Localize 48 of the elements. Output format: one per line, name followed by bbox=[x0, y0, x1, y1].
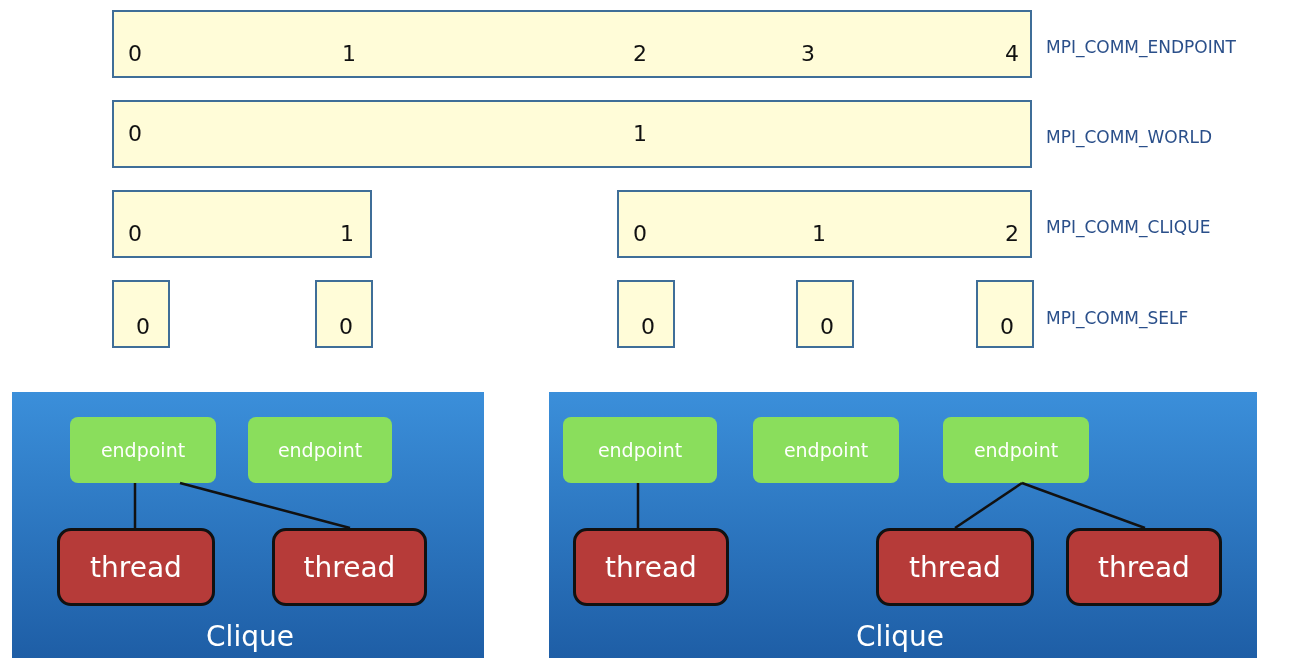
communicator-bar bbox=[112, 100, 1032, 168]
connector-line bbox=[954, 481, 1023, 530]
endpoint-box: endpoint bbox=[563, 417, 717, 483]
rank-number: 4 bbox=[1005, 43, 1019, 65]
rank-number: 1 bbox=[340, 223, 354, 245]
clique-panel bbox=[549, 392, 1257, 658]
rank-number: 0 bbox=[1000, 316, 1014, 338]
rank-number: 0 bbox=[136, 316, 150, 338]
communicator-name: MPI_COMM_WORLD bbox=[1046, 128, 1213, 146]
connector-line bbox=[179, 481, 351, 530]
rank-number: 0 bbox=[128, 223, 142, 245]
rank-number: 0 bbox=[641, 316, 655, 338]
rank-number: 3 bbox=[801, 43, 815, 65]
rank-box bbox=[315, 280, 373, 348]
connector-line bbox=[636, 483, 640, 528]
thread-box: thread bbox=[57, 528, 215, 606]
clique-title: Clique bbox=[856, 623, 944, 651]
rank-number: 0 bbox=[128, 123, 142, 145]
rank-box bbox=[617, 280, 675, 348]
rank-number: 0 bbox=[820, 316, 834, 338]
communicator-name: MPI_COMM_CLIQUE bbox=[1046, 218, 1211, 236]
connector-line bbox=[1021, 481, 1146, 530]
clique-title: Clique bbox=[206, 623, 294, 651]
rank-number: 0 bbox=[633, 223, 647, 245]
thread-box: thread bbox=[573, 528, 729, 606]
endpoint-box: endpoint bbox=[753, 417, 899, 483]
communicator-bar bbox=[112, 190, 372, 258]
rank-box bbox=[112, 280, 170, 348]
endpoint-box: endpoint bbox=[943, 417, 1089, 483]
thread-box: thread bbox=[876, 528, 1034, 606]
endpoint-box: endpoint bbox=[70, 417, 216, 483]
endpoint-box: endpoint bbox=[248, 417, 392, 483]
clique-panel bbox=[12, 392, 484, 658]
connector-line bbox=[133, 483, 137, 528]
rank-number: 0 bbox=[339, 316, 353, 338]
rank-box bbox=[796, 280, 854, 348]
rank-number: 2 bbox=[633, 43, 647, 65]
rank-number: 1 bbox=[812, 223, 826, 245]
communicator-bar bbox=[112, 10, 1032, 78]
thread-box: thread bbox=[272, 528, 427, 606]
rank-number: 1 bbox=[342, 43, 356, 65]
rank-number: 2 bbox=[1005, 223, 1019, 245]
rank-number: 0 bbox=[128, 43, 142, 65]
rank-box bbox=[976, 280, 1034, 348]
rank-number: 1 bbox=[633, 123, 647, 145]
communicator-bar bbox=[617, 190, 1032, 258]
thread-box: thread bbox=[1066, 528, 1222, 606]
communicator-name: MPI_COMM_ENDPOINT bbox=[1046, 38, 1236, 56]
